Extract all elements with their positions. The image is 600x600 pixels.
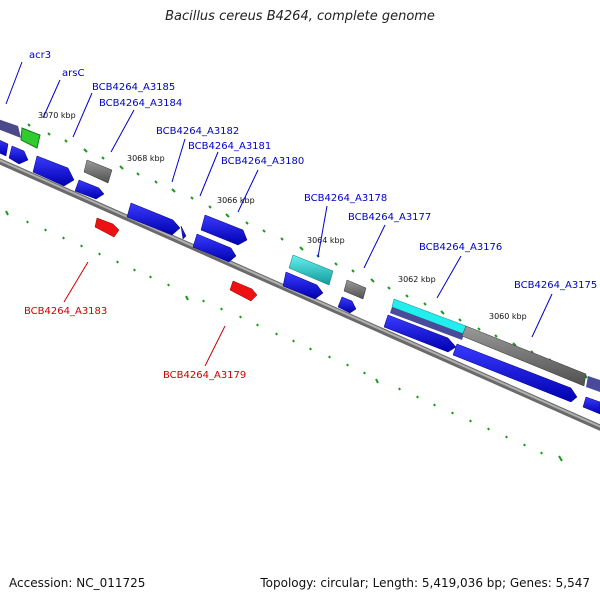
callout-lines-blue [5,61,553,338]
cds-blue-11[interactable] [383,314,457,353]
cds-blue-12[interactable] [452,343,578,403]
gene-feature-a3179[interactable] [229,280,258,302]
gene-feature-a3175[interactable] [461,325,600,392]
gene-label-a3184[interactable]: BCB4264_A3184 [99,98,182,109]
kbp-label-3068: 3068 kbp [127,154,165,163]
gene-label-acr3[interactable]: acr3 [29,50,51,61]
topology-text: Topology: circular; Length: 5,419,036 bp… [260,576,590,590]
scale-ticks-upper [27,123,588,379]
backbone [0,158,600,431]
cds-blue-3[interactable] [32,155,75,187]
cds-blue-10[interactable] [337,296,357,314]
gene-label-a3178[interactable]: BCB4264_A3178 [304,193,387,204]
gene-label-a3182[interactable]: BCB4264_A3182 [156,126,239,137]
gene-label-a3179[interactable]: BCB4264_A3179 [163,370,246,381]
gene-label-a3176[interactable]: BCB4264_A3176 [419,242,502,253]
gene-feature-a3178[interactable] [288,254,334,286]
gene-label-a3185[interactable]: BCB4264_A3185 [92,82,175,93]
gene-label-a3180[interactable]: BCB4264_A3180 [221,156,304,167]
gene-feature-acr3[interactable] [0,118,21,138]
scale-ticks-lower [5,210,563,462]
gene-labels: acr3 arsC BCB4264_A3185 BCB4264_A3184 BC… [24,50,597,381]
gene-feature-arsC[interactable] [20,127,41,149]
kbp-label-3062: 3062 kbp [398,275,436,284]
callout-lines-red [63,261,226,367]
accession-text: Accession: NC_011725 [9,576,146,590]
cds-blue-2[interactable] [8,145,29,165]
gene-label-a3177[interactable]: BCB4264_A3177 [348,212,431,223]
gene-label-a3175[interactable]: BCB4264_A3175 [514,280,597,291]
cds-blue-4[interactable] [74,179,105,200]
gene-feature-a3177[interactable] [343,279,367,300]
gene-label-a3181[interactable]: BCB4264_A3181 [188,141,271,152]
blue-cds-lane [0,138,600,415]
cds-blue-6[interactable] [180,225,187,240]
genome-title: Bacillus cereus B4264, complete genome [165,9,435,24]
gene-label-arsC[interactable]: arsC [62,68,84,79]
cds-blue-7[interactable] [200,214,248,246]
kbp-label-3070: 3070 kbp [38,111,76,120]
kbp-label-3066: 3066 kbp [217,196,255,205]
cds-blue-8[interactable] [192,233,237,263]
cds-blue-1[interactable] [0,138,9,157]
cds-blue-5[interactable] [126,202,181,236]
kbp-labels: 3070 kbp 3068 kbp 3066 kbp 3064 kbp 3062… [38,111,527,321]
kbp-label-3060: 3060 kbp [489,312,527,321]
kbp-label-3064: 3064 kbp [307,236,345,245]
gene-feature-a3183[interactable] [94,217,120,238]
cds-blue-13[interactable] [582,396,600,415]
cds-blue-9[interactable] [282,271,324,300]
gene-feature-a3184[interactable] [83,159,113,184]
gene-label-a3183[interactable]: BCB4264_A3183 [24,306,107,317]
